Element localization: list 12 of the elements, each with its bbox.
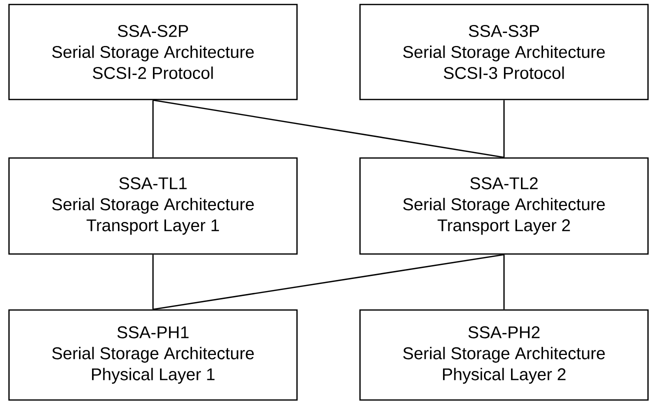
connector-line — [503, 100, 505, 158]
layer-box: SSA-S3P Serial Storage Architecture SCSI-3 Protocol — [359, 4, 649, 100]
layer-box: SSA-S2P Serial Storage Architecture SCSI-2 Protocol — [8, 4, 298, 100]
layer-box: SSA-PH1 Serial Storage Architecture Physical Layer 1 — [8, 309, 298, 401]
layer-box: SSA-TL1 Serial Storage Architecture Transport Layer 1 — [8, 157, 298, 255]
connector-line — [152, 100, 154, 158]
connector-line — [152, 254, 504, 310]
layer-box: SSA-PH2 Serial Storage Architecture Physical Layer 2 — [359, 309, 649, 401]
connector-line — [152, 254, 154, 310]
connector-line — [152, 100, 504, 158]
connector-line — [503, 254, 505, 310]
layer-box: SSA-TL2 Serial Storage Architecture Transport Layer 2 — [359, 157, 649, 255]
